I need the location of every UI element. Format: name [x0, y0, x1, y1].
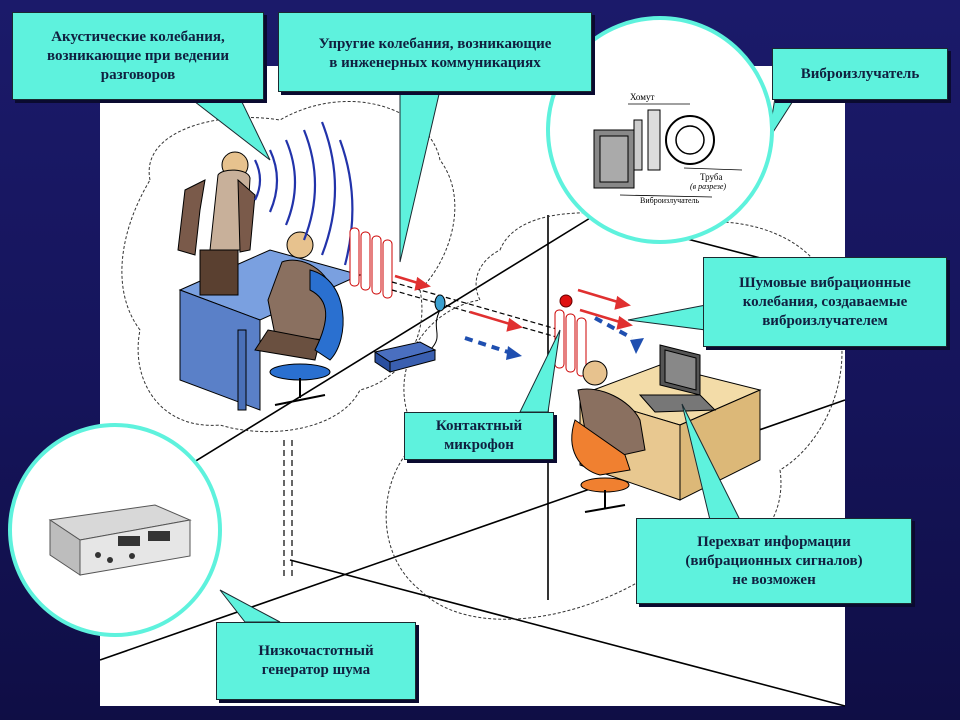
vertical-pipe — [283, 440, 293, 580]
laptop — [638, 344, 717, 413]
radiator-right — [554, 309, 587, 377]
acoustic-line-3: разговоров — [100, 66, 176, 83]
noise-line-2: колебания, создаваемые — [742, 293, 908, 310]
inset-label-pipe-section: (в разрезе) — [690, 182, 727, 191]
elastic-line-2: в инженерных коммуникациях — [329, 55, 541, 71]
interception-callout: Перехват информации (вибрационных сигнал… — [636, 518, 912, 604]
intercept-line-2: (вибрационных сигналов) — [685, 552, 863, 569]
callout-pointers — [188, 89, 802, 623]
generator-line-1: Низкочастотный — [258, 643, 374, 659]
intercept-line-3: не возможен — [732, 571, 816, 588]
contact-line-2: микрофон — [444, 437, 514, 453]
contact-microphone-callout: Контактный микрофон — [404, 412, 554, 460]
contact-microphone — [373, 294, 446, 373]
vibro-emitter-callout: Виброизлучатель — [772, 48, 948, 100]
inset-label-pipe: Труба — [700, 172, 723, 182]
intercept-line-1: Перехват информации — [697, 533, 851, 550]
acoustic-line-2: возникающие при ведении — [46, 47, 229, 64]
acoustic-vibrations-callout: Акустические колебания, возникающие при … — [12, 12, 264, 100]
radiator-left — [349, 227, 393, 299]
noise-line-3: виброизлучателем — [762, 312, 888, 329]
contact-line-1: Контактный — [435, 418, 523, 434]
noise-arrow-head-2 — [630, 338, 644, 354]
noise-line-1: Шумовые вибрационные — [739, 274, 911, 291]
horizontal-pipe — [391, 281, 561, 339]
elastic-vibrations-callout: Упругие колебания, возникающие в инженер… — [278, 12, 592, 92]
generator-line-2: генератор шума — [261, 662, 371, 678]
noise-arrow-head-1 — [506, 346, 522, 360]
standing-person — [177, 151, 256, 296]
vibro-emitter-label: Виброизлучатель — [800, 65, 920, 82]
vibro-emitter-inset — [546, 16, 774, 244]
noise-generator-callout: Низкочастотный генератор шума — [216, 622, 416, 700]
seated-person-right — [571, 360, 646, 513]
seated-person-left — [254, 231, 344, 406]
noise-arrows — [464, 316, 633, 354]
sound-waves — [254, 121, 354, 266]
acoustic-line-1: Акустические колебания, — [51, 28, 225, 45]
noise-vibration-callout: Шумовые вибрационные колебания, создавае… — [703, 257, 947, 347]
inset-label-emitter: Виброизлучатель — [640, 196, 700, 205]
inset-label-clamp: Хомут — [630, 92, 655, 102]
elastic-line-1: Упругие колебания, возникающие — [318, 36, 552, 52]
noise-generator-inset — [8, 423, 222, 637]
emitter-dot — [559, 294, 573, 308]
signal-arrows — [394, 274, 633, 332]
